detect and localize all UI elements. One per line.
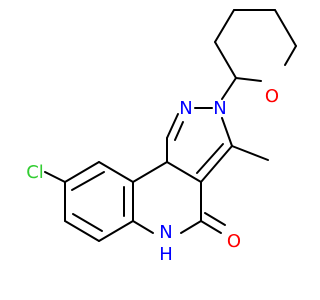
bond	[200, 145, 233, 183]
bond	[274, 9, 297, 47]
bond	[98, 220, 134, 242]
bond	[132, 220, 154, 234]
atom-nitrogen-label: N	[179, 98, 192, 119]
pyridinone-ring	[132, 137, 202, 234]
atom-nitrogen-label: N	[159, 222, 172, 243]
bond	[174, 121, 184, 141]
bond	[284, 45, 297, 66]
molecule-structure: Cl N N O N H O	[26, 9, 297, 265]
bond	[71, 171, 105, 191]
bond	[64, 220, 100, 242]
tetrahydropyran-ring	[214, 9, 297, 82]
atom-nitrogen-label: N	[213, 98, 226, 119]
bond	[180, 220, 202, 234]
bond	[196, 143, 224, 174]
bond-carbonyl	[200, 220, 222, 234]
bond	[235, 77, 262, 82]
atom-oxygen-label: O	[227, 231, 241, 252]
bond	[166, 161, 202, 183]
bond-carbonyl	[204, 212, 226, 226]
bond-n2-pyran	[221, 77, 237, 100]
bond	[221, 117, 233, 147]
bond	[98, 161, 134, 183]
bond	[166, 113, 179, 139]
benzene-ring	[64, 161, 134, 242]
bond	[214, 41, 237, 79]
atom-oxygen-label: O	[265, 86, 279, 107]
bond	[64, 161, 100, 183]
bond	[214, 9, 235, 43]
pyrazole-ring	[166, 107, 233, 183]
bond	[132, 161, 168, 183]
bond-chlorine	[44, 171, 66, 183]
atom-chlorine-label: Cl	[26, 162, 44, 183]
atom-hydrogen-label: H	[159, 244, 173, 265]
bond-methyl	[231, 145, 269, 161]
bond	[72, 213, 103, 232]
